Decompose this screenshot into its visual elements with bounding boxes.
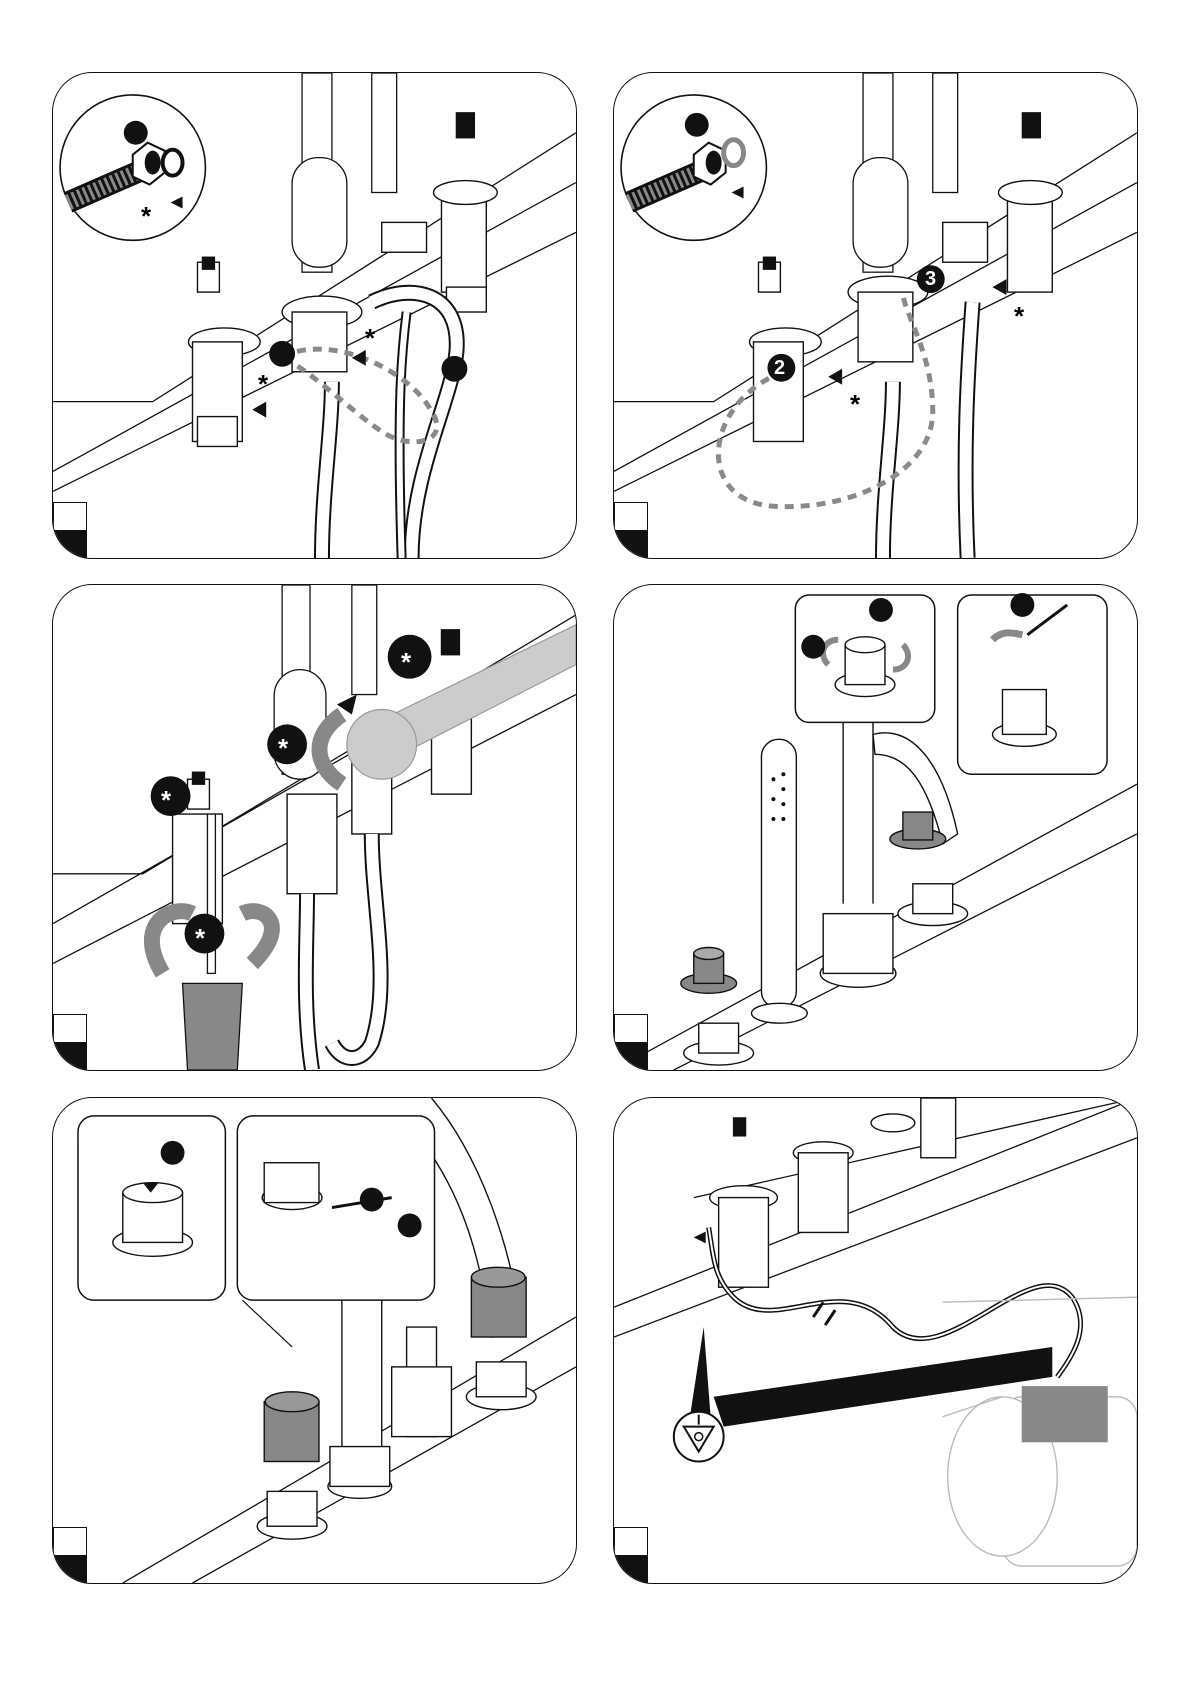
step-1-illustration: [53, 73, 576, 558]
step-1-callout-b: *: [258, 369, 268, 400]
step-5-corner-tab: [53, 1555, 87, 1583]
step-3-callout-b: *: [278, 733, 288, 764]
step-4-corner-box: [614, 1014, 648, 1042]
step-panel-4: [613, 584, 1138, 1071]
step-panel-3: * * * *: [52, 584, 577, 1071]
step-1-callout-c: *: [365, 323, 375, 354]
step-2-callout-star-b: *: [1014, 301, 1024, 332]
step-1-corner-tab: [53, 530, 87, 558]
step-5-illustration: [53, 1098, 576, 1583]
step-3-illustration: [53, 585, 576, 1070]
step-panel-2: 2 3 * *: [613, 72, 1138, 559]
step-4-corner-tab: [614, 1042, 648, 1070]
step-2-corner-tab: [614, 530, 648, 558]
step-1-callout-a: *: [141, 201, 151, 232]
step-3-corner-tab: [53, 1042, 87, 1070]
step-2-callout-star-a: *: [850, 389, 860, 420]
step-panel-1: * * *: [52, 72, 577, 559]
step-2-corner-box: [614, 502, 648, 530]
step-5-corner-box: [53, 1527, 87, 1555]
step-2-callout-3: 3: [925, 268, 936, 291]
step-1-corner-box: [53, 502, 87, 530]
step-6-illustration: [614, 1098, 1137, 1583]
step-panel-6: [613, 1097, 1138, 1584]
step-panel-5: [52, 1097, 577, 1584]
step-6-corner-tab: [614, 1555, 648, 1583]
step-6-corner-box: [614, 1527, 648, 1555]
step-2-callout-2: 2: [774, 357, 785, 380]
step-3-corner-box: [53, 1014, 87, 1042]
step-3-callout-a: *: [401, 647, 411, 678]
step-2-illustration: [614, 73, 1137, 558]
step-4-illustration: [614, 585, 1137, 1070]
step-3-callout-d: *: [195, 923, 205, 954]
step-3-callout-c: *: [161, 785, 171, 816]
